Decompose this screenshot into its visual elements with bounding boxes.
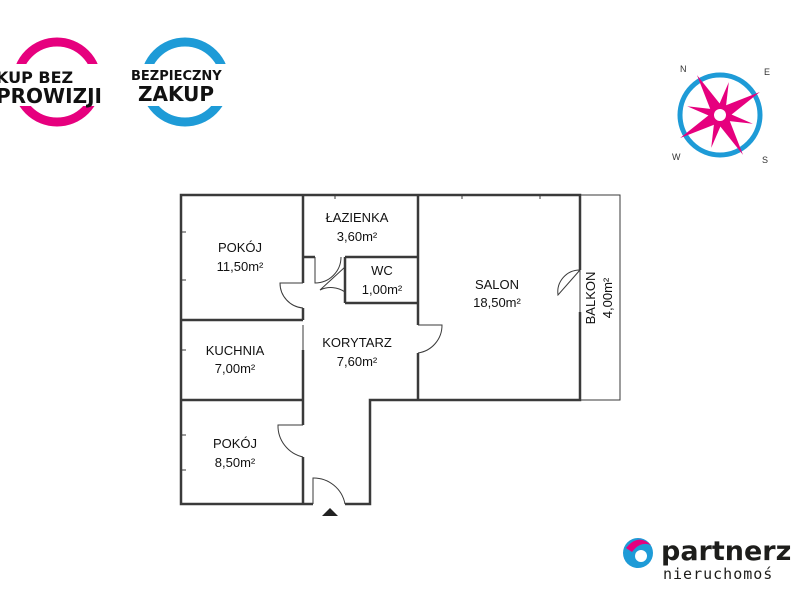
room-salon-area: 18,50m² — [473, 295, 521, 310]
compass-south-label: S — [762, 155, 768, 165]
entrance-door-icon — [312, 477, 346, 505]
room-lazienka-name: ŁAZIENKA — [326, 210, 389, 225]
room-wc-area: 1,00m² — [362, 282, 403, 297]
drop-logo-icon — [623, 538, 653, 568]
room-balkon-name: BALKON — [583, 272, 598, 325]
room-kuchnia-area: 7,00m² — [215, 361, 256, 376]
brand-logo: partnerz nieruchomoś — [623, 536, 791, 583]
door-wc-icon — [319, 266, 346, 293]
room-pokoj1-area: 11,50m² — [217, 259, 264, 274]
room-pokoj2-area: 8,50m² — [215, 455, 256, 470]
badge-text-backdrop — [0, 64, 112, 106]
door-balkon-icon — [557, 269, 581, 297]
badge-right-line1: BEZPIECZNY — [131, 69, 222, 84]
room-pokoj1-name: POKÓJ — [218, 240, 262, 255]
badge-right-line2: ZAKUP — [138, 82, 214, 106]
door-salon-icon — [417, 324, 443, 354]
compass-rose-icon: N E S W — [672, 64, 770, 165]
compass-east-label: E — [764, 67, 770, 77]
floor-plan — [179, 193, 621, 516]
badge-bezpieczny-zakup: BEZPIECZNY ZAKUP — [128, 37, 238, 127]
badge-text-backdrop — [128, 64, 238, 106]
room-wc-name: WC — [371, 263, 393, 278]
badge-left-line1: KUP BEZ — [0, 68, 73, 87]
balcony-outline — [580, 194, 621, 401]
room-labels: POKÓJ 11,50m² ŁAZIENKA 3,60m² WC 1,00m² … — [206, 210, 615, 470]
brand-name: partnerz — [661, 536, 791, 567]
compass-north-label: N — [680, 64, 687, 74]
badge-left-line2: PROWIZJI — [0, 84, 102, 108]
badge-kup-bez-prowizji: KUP BEZ PROWIZJI — [0, 37, 112, 127]
door-pokoj2-icon — [277, 424, 304, 458]
room-korytarz-name: KORYTARZ — [322, 335, 392, 350]
room-salon-name: SALON — [475, 277, 519, 292]
room-kuchnia-name: KUCHNIA — [206, 343, 265, 358]
entrance-arrow-icon — [322, 508, 338, 516]
door-pokoj1-icon — [279, 282, 304, 309]
room-korytarz-area: 7,60m² — [337, 354, 378, 369]
door-lazienka-icon — [314, 256, 342, 284]
room-lazienka-area: 3,60m² — [337, 229, 378, 244]
room-pokoj2-name: POKÓJ — [213, 436, 257, 451]
room-balkon-area: 4,00m² — [600, 277, 615, 318]
compass-west-label: W — [672, 152, 681, 162]
brand-subtitle: nieruchomoś — [663, 565, 773, 583]
